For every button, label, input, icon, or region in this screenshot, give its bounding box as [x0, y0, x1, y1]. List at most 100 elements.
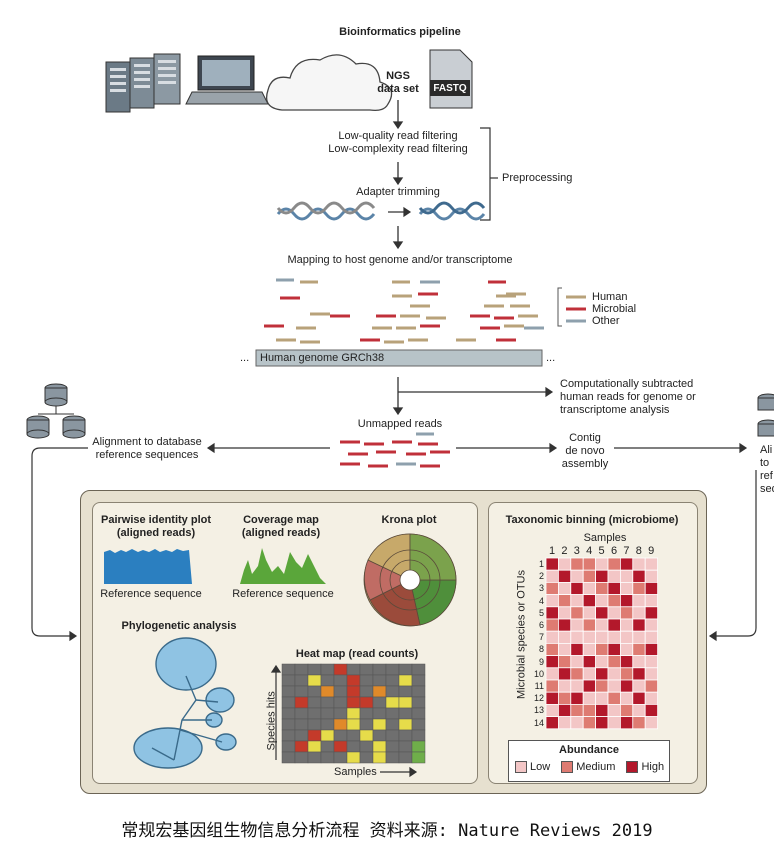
- filter-low-complexity: Low-complexity read filtering: [328, 143, 468, 155]
- abundance-cell: [582, 630, 597, 644]
- sample-number: 8: [635, 545, 642, 557]
- heatmap-cell: [320, 685, 335, 698]
- abundance-cell: [595, 594, 609, 608]
- heatmap-cell: [346, 729, 361, 742]
- filter-low-quality: Low-quality read filtering: [338, 130, 458, 142]
- abundance-cell: [582, 704, 597, 718]
- contig-label: Contig de novo assembly: [561, 432, 609, 470]
- heatmap-cell: [385, 751, 400, 764]
- abundance-cell: [607, 606, 621, 620]
- abundance-cell: [620, 704, 634, 718]
- subtracted-label: Computationally subtracted human reads f…: [560, 378, 696, 416]
- heatmap-axes: [270, 664, 418, 778]
- heatmap-cell: [333, 740, 348, 753]
- heatmap-cell: [281, 707, 296, 720]
- sample-number: 6: [610, 545, 618, 557]
- genome-ellipsis-right: ...: [546, 352, 556, 364]
- abundance-cell: [632, 606, 646, 620]
- heatmap-cell: [320, 751, 335, 764]
- abundance-cell: [582, 716, 597, 730]
- alignment-right-label: Ali to ref seq: [760, 444, 774, 495]
- preprocessing-bracket: [480, 127, 498, 221]
- heatmap-cell: [385, 707, 400, 720]
- krona-title: Krona plot: [381, 514, 437, 526]
- heatmap-cell: [385, 663, 400, 676]
- mapped-reads: [264, 278, 544, 344]
- heatmap-cell: [294, 685, 309, 698]
- heatmap-cell: [411, 751, 426, 764]
- abundance-cell: [620, 679, 634, 693]
- abundance-cell: [545, 643, 559, 657]
- heatmap-cell: [307, 696, 322, 709]
- genome-bar: [255, 349, 543, 367]
- abundance-cell: [607, 569, 621, 583]
- abundance-cell: [644, 667, 659, 681]
- heatmap-cell: [372, 707, 387, 720]
- abundance-cell: [644, 691, 659, 705]
- krona-plot: [363, 533, 457, 627]
- abundance-cell: [632, 655, 646, 669]
- abundance-cell: [545, 606, 559, 620]
- mapping-label: Mapping to host genome and/or transcript…: [287, 254, 513, 266]
- row-number: 5: [538, 607, 544, 618]
- abundance-cell: [607, 691, 621, 705]
- abundance-cell: [558, 691, 572, 705]
- abundance-cell: [644, 594, 659, 608]
- abundance-cell: [644, 704, 659, 718]
- abundance-cell: [558, 667, 572, 681]
- abundance-cell: [545, 679, 559, 693]
- abundance-cell: [582, 679, 597, 693]
- heatmap-cell: [281, 729, 296, 742]
- genome-label: Human genome GRCh38: [260, 352, 385, 364]
- abundance-cell: [644, 606, 659, 620]
- row-number: 3: [538, 583, 544, 594]
- abundance-cell: [595, 716, 609, 730]
- laptop-icon: [185, 55, 269, 105]
- unmapped-reads: [340, 432, 450, 468]
- abundance-cell: [632, 594, 646, 608]
- heatmap-cell: [333, 696, 348, 709]
- heatmap-cell: [359, 740, 374, 753]
- sample-number: 1: [548, 545, 556, 557]
- abundance-cell: [644, 655, 659, 669]
- flow-arrows: [392, 100, 404, 416]
- database-icon: [26, 383, 774, 439]
- medium-swatch: [561, 761, 574, 774]
- heatmap-cell: [307, 685, 322, 698]
- heatmap-cell: [346, 718, 361, 731]
- abundance-cell: [595, 630, 609, 644]
- abundance-cell: [582, 569, 597, 583]
- heatmap-cell: [333, 718, 348, 731]
- heatmap-cell: [411, 740, 426, 753]
- heatmap-cell: [294, 729, 309, 742]
- heatmap-cell: [281, 696, 296, 709]
- row-number: 4: [538, 595, 544, 606]
- abundance-cell: [570, 630, 584, 644]
- heatmap-cell: [398, 718, 413, 731]
- abundance-cell: [545, 716, 559, 730]
- abundance-cell: [545, 667, 559, 681]
- abundance-cell: [644, 557, 659, 571]
- sample-number: 2: [561, 545, 568, 557]
- heatmap-cell: [294, 674, 309, 687]
- heatmap-cell: [346, 740, 361, 753]
- coverage-title: Coverage map (aligned reads): [241, 514, 321, 539]
- abundance-cell: [632, 630, 646, 644]
- abundance-cell: [644, 582, 659, 596]
- heatmap-cell: [281, 751, 296, 764]
- abundance-cell: [620, 557, 634, 571]
- abundance-cell: [632, 716, 646, 730]
- heatmap-cell: [359, 674, 374, 687]
- row-number: 9: [538, 656, 544, 667]
- heatmap-cell: [320, 729, 335, 742]
- abundance-cell: [595, 643, 609, 657]
- abundance-cell: [570, 594, 584, 608]
- heatmap-cell: [333, 751, 348, 764]
- abundance-cell: [570, 606, 584, 620]
- abundance-cell: [607, 594, 621, 608]
- heatmap-cell: [307, 674, 322, 687]
- heatmap-cell: [320, 663, 335, 676]
- abundance-cell: [545, 569, 559, 583]
- samples-label: Samples: [583, 532, 627, 544]
